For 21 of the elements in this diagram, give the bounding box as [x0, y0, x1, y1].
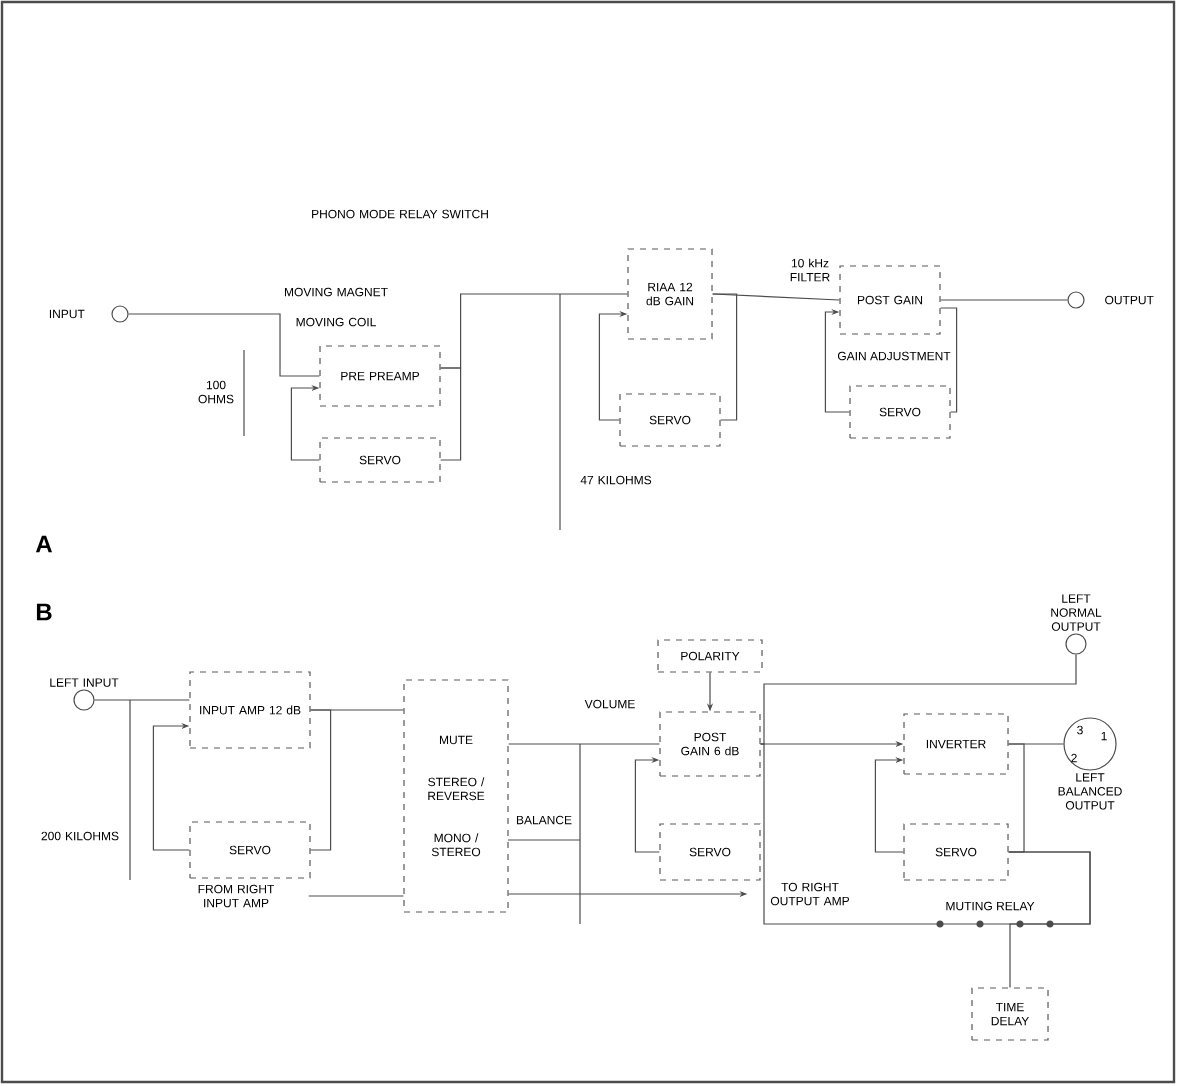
signal-line — [440, 293, 628, 369]
signal-line — [712, 293, 840, 301]
signal-line — [440, 367, 462, 461]
signal-line — [824, 308, 850, 413]
signal-line — [290, 384, 320, 461]
signal-line — [1008, 743, 1025, 853]
signal-line — [1008, 851, 1091, 988]
panel-letter: A — [35, 535, 53, 553]
panel-letter: B — [36, 603, 52, 621]
signal-line — [308, 895, 404, 897]
signal-line — [712, 293, 738, 421]
signal-line — [152, 722, 190, 851]
signal-line — [508, 743, 660, 745]
signal-line — [128, 313, 320, 377]
signal-line — [940, 299, 1068, 301]
signal-line — [94, 699, 190, 701]
signal-line — [310, 709, 332, 851]
signal-line — [634, 756, 660, 853]
signal-line — [940, 307, 958, 413]
signal-line — [874, 756, 904, 853]
signal-line — [760, 654, 1077, 745]
